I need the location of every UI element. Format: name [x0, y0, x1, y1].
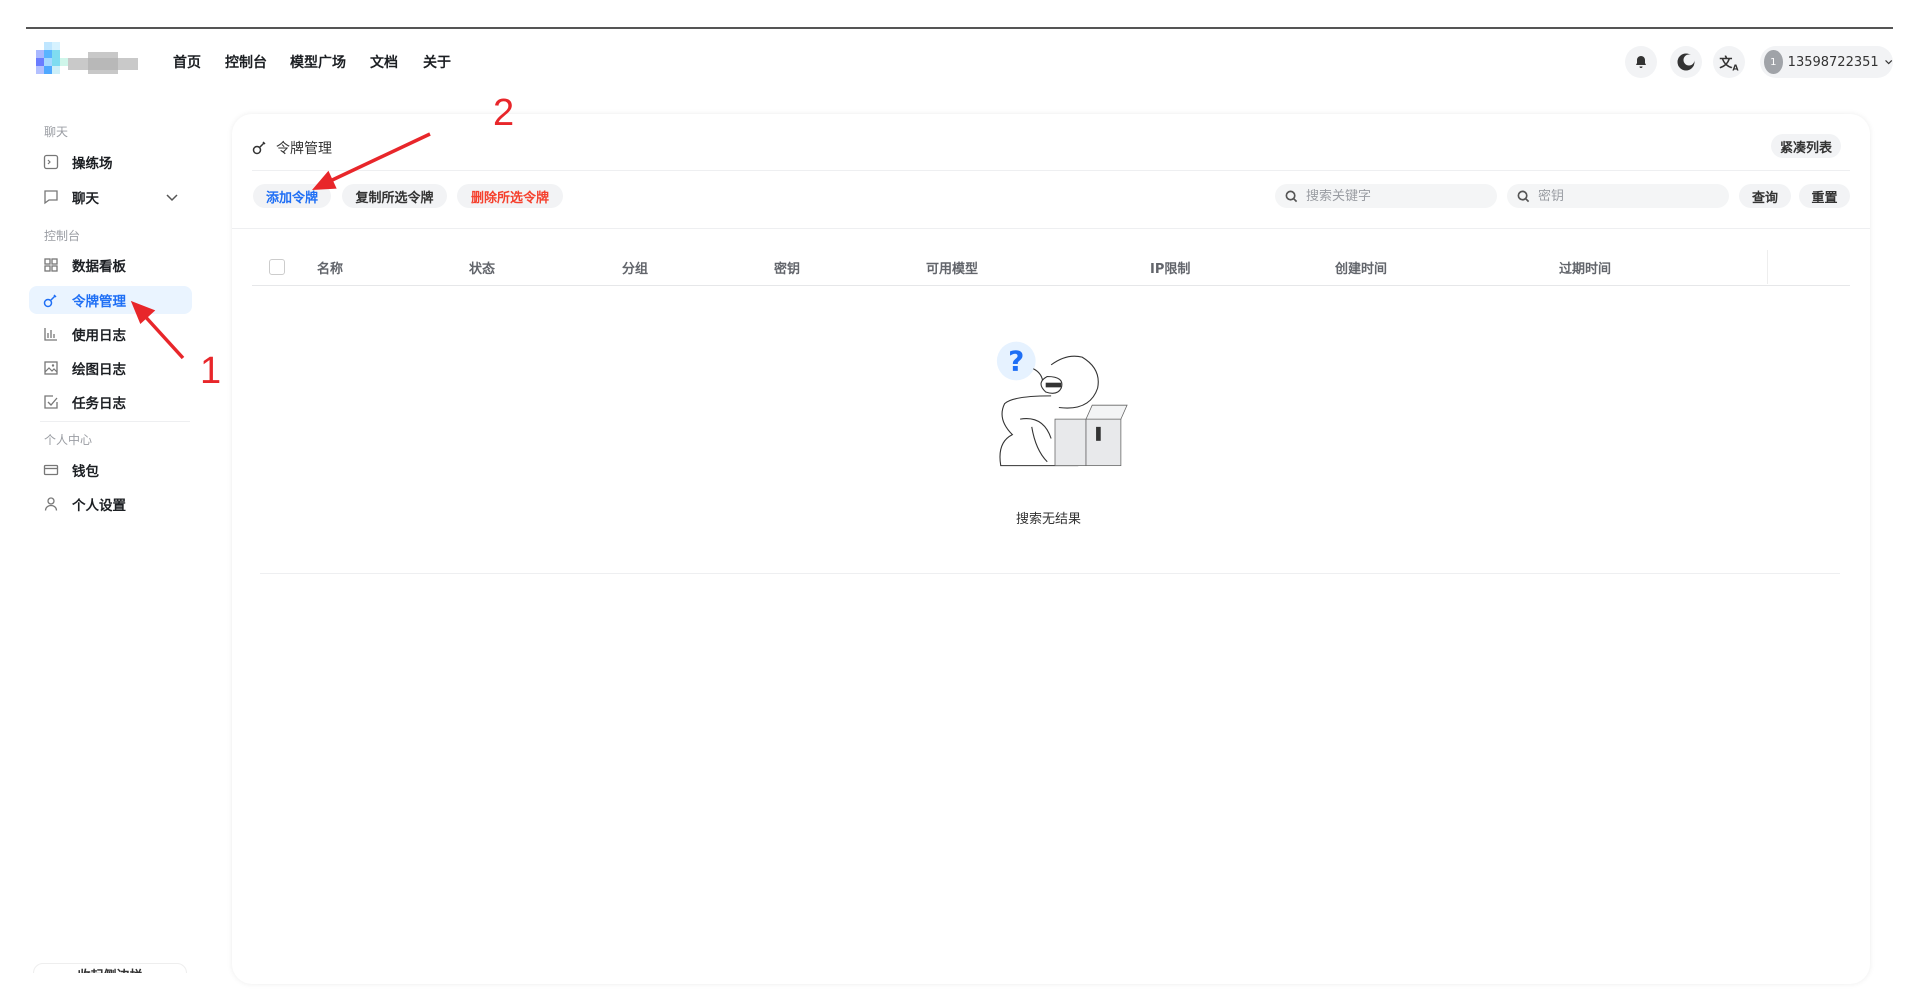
column-key[interactable]: 密钥: [774, 262, 801, 277]
divider: [260, 573, 1840, 574]
search-icon: [1517, 190, 1530, 202]
notification-button[interactable]: [1625, 46, 1657, 78]
avatar: 1: [1764, 50, 1783, 74]
translate-icon: 文A: [1719, 55, 1739, 73]
column-ip-limit[interactable]: IP限制: [1150, 262, 1191, 277]
token-management-card: [232, 114, 1870, 984]
keyword-search[interactable]: [1275, 184, 1497, 208]
dashboard-icon: [44, 258, 58, 272]
arrow-2: [327, 132, 431, 184]
arrow-1: [140, 311, 185, 360]
annotation-1: 1: [200, 350, 222, 392]
column-expires[interactable]: 过期时间: [1559, 262, 1612, 277]
svg-text:?: ?: [1008, 344, 1024, 377]
image-icon: [44, 361, 58, 375]
sidebar-item-dashboard[interactable]: 数据看板: [29, 251, 192, 279]
compact-list-button[interactable]: 紧凑列表: [1771, 134, 1841, 158]
sidebar-divider: [40, 421, 190, 422]
sidebar-item-chat[interactable]: 聊天: [29, 183, 192, 211]
copy-selected-button[interactable]: 复制所选令牌: [342, 184, 447, 208]
sidebar-item-playground[interactable]: 操练场: [29, 148, 192, 176]
sidebar-item-label: 绘图日志: [72, 362, 126, 378]
moon-icon: [1677, 53, 1695, 71]
reset-button[interactable]: 重置: [1799, 184, 1850, 208]
wallet-icon: [43, 464, 59, 476]
column-group[interactable]: 分组: [622, 262, 649, 277]
delete-selected-button[interactable]: 删除所选令牌: [457, 184, 563, 208]
key-icon: [43, 294, 57, 308]
key-search[interactable]: [1507, 184, 1729, 208]
column-status[interactable]: 状态: [469, 262, 496, 277]
collapse-sidebar-button[interactable]: 收起侧边栏: [33, 963, 187, 973]
column-separator: [1767, 250, 1768, 284]
column-created[interactable]: 创建时间: [1335, 262, 1388, 277]
logo[interactable]: [36, 42, 146, 82]
key-input[interactable]: [1538, 188, 1718, 204]
column-models[interactable]: 可用模型: [926, 262, 979, 277]
nav-about[interactable]: 关于: [423, 55, 451, 71]
sidebar-item-task-log[interactable]: 任务日志: [29, 388, 192, 416]
sidebar-item-wallet[interactable]: 钱包: [29, 456, 192, 484]
keyword-input[interactable]: [1306, 188, 1486, 204]
query-button[interactable]: 查询: [1739, 184, 1791, 208]
nav-console[interactable]: 控制台: [225, 55, 267, 71]
empty-illustration: ?: [996, 341, 1128, 467]
sidebar-item-label: 任务日志: [72, 396, 126, 412]
annotation-2: 2: [493, 92, 515, 134]
key-icon: [252, 141, 266, 155]
sidebar-item-label: 个人设置: [72, 498, 126, 514]
terminal-icon: [43, 154, 59, 170]
bell-icon: [1636, 56, 1646, 68]
username: 13598722351: [1787, 54, 1879, 70]
user-icon: [44, 497, 58, 511]
table-header-border: [252, 285, 1850, 286]
group-label-personal: 个人中心: [44, 433, 93, 447]
nav-docs[interactable]: 文档: [370, 55, 398, 71]
search-icon: [1285, 190, 1298, 202]
chevron-down-icon: [166, 194, 178, 202]
bar-chart-icon: [44, 328, 57, 341]
sidebar-item-label: 使用日志: [72, 328, 126, 344]
top-border: [26, 27, 1893, 29]
select-all-checkbox[interactable]: [269, 259, 285, 275]
sidebar-item-drawing-log[interactable]: 绘图日志: [29, 354, 192, 382]
sidebar-item-label: 操练场: [72, 156, 113, 172]
empty-state-text: 搜索无结果: [1016, 512, 1082, 527]
page-title: 令牌管理: [276, 141, 332, 157]
divider: [252, 170, 1850, 171]
sidebar-item-label: 令牌管理: [72, 294, 126, 310]
theme-toggle-button[interactable]: [1670, 46, 1702, 78]
chat-icon: [44, 190, 58, 205]
group-label-chat: 聊天: [44, 125, 69, 139]
sidebar-item-label: 数据看板: [72, 259, 126, 275]
sidebar-item-label: 钱包: [72, 464, 99, 480]
sidebar-item-label: 聊天: [72, 191, 99, 207]
sidebar-item-settings[interactable]: 个人设置: [29, 490, 192, 518]
sidebar-item-usage-log[interactable]: 使用日志: [29, 320, 192, 348]
sidebar-item-tokens[interactable]: 令牌管理: [29, 286, 192, 314]
column-name[interactable]: 名称: [317, 262, 344, 277]
nav-models[interactable]: 模型广场: [290, 55, 346, 71]
chevron-down-icon: [1884, 60, 1892, 65]
nav-home[interactable]: 首页: [173, 55, 201, 71]
checkbox-icon: [44, 395, 58, 409]
group-label-console: 控制台: [44, 229, 81, 243]
user-menu[interactable]: 1 13598722351: [1760, 46, 1893, 78]
language-button[interactable]: 文A: [1713, 46, 1745, 78]
divider: [232, 228, 1870, 229]
